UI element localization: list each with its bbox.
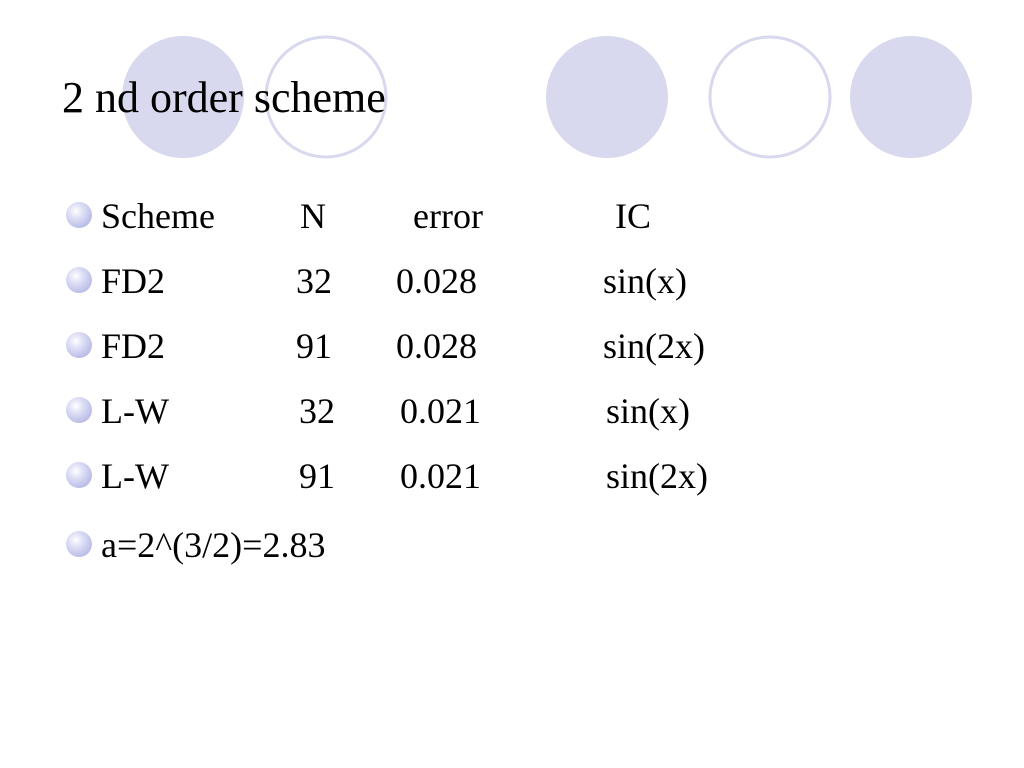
cell-n: 32: [299, 391, 335, 431]
bullet-icon: [66, 531, 92, 557]
bullet-icon: [66, 462, 92, 488]
cell-n: 91: [299, 456, 335, 496]
cell-scheme: FD2: [101, 261, 166, 301]
bullet-row-3: L-W 32 0.021 sin(x): [0, 391, 1024, 443]
cell-ic: sin(x): [606, 391, 690, 431]
header-n: N: [300, 196, 326, 236]
bullet-row-1: FD2 32 0.028 sin(x): [0, 261, 1024, 313]
bullet-icon: [66, 267, 92, 293]
bullet-icon: [66, 202, 92, 228]
note-text: a=2^(3/2)=2.83: [101, 525, 326, 565]
deco-circle-filled-3: [850, 36, 972, 158]
cell-ic: sin(2x): [603, 326, 705, 366]
bullet-row-4: L-W 91 0.021 sin(2x): [0, 456, 1024, 508]
header-scheme: Scheme: [101, 196, 215, 236]
deco-circle-filled-2: [546, 36, 668, 158]
header-error: error: [413, 196, 483, 236]
deco-circle-outline-2: [708, 35, 832, 159]
cell-n: 32: [296, 261, 332, 301]
header-decoration: [122, 35, 972, 159]
cell-ic: sin(x): [603, 261, 687, 301]
cell-scheme: FD2: [101, 326, 166, 366]
bullet-row-2: FD2 91 0.028 sin(2x): [0, 326, 1024, 378]
cell-ic: sin(2x): [606, 456, 708, 496]
bullet-note: a=2^(3/2)=2.83: [0, 525, 1024, 577]
cell-n: 91: [296, 326, 332, 366]
bullet-header-row: Scheme N error IC: [0, 196, 1024, 248]
header-ic: IC: [615, 196, 651, 236]
cell-scheme: L-W: [101, 391, 169, 431]
bullet-icon: [66, 397, 92, 423]
cell-error: 0.021: [400, 456, 481, 496]
cell-error: 0.028: [396, 326, 477, 366]
bullet-icon: [66, 332, 92, 358]
cell-error: 0.021: [400, 391, 481, 431]
cell-error: 0.028: [396, 261, 477, 301]
deco-circle-outline-1: [264, 35, 388, 159]
deco-circle-filled-1: [122, 36, 244, 158]
slide-title: 2 nd order scheme: [62, 73, 386, 122]
cell-scheme: L-W: [101, 456, 169, 496]
